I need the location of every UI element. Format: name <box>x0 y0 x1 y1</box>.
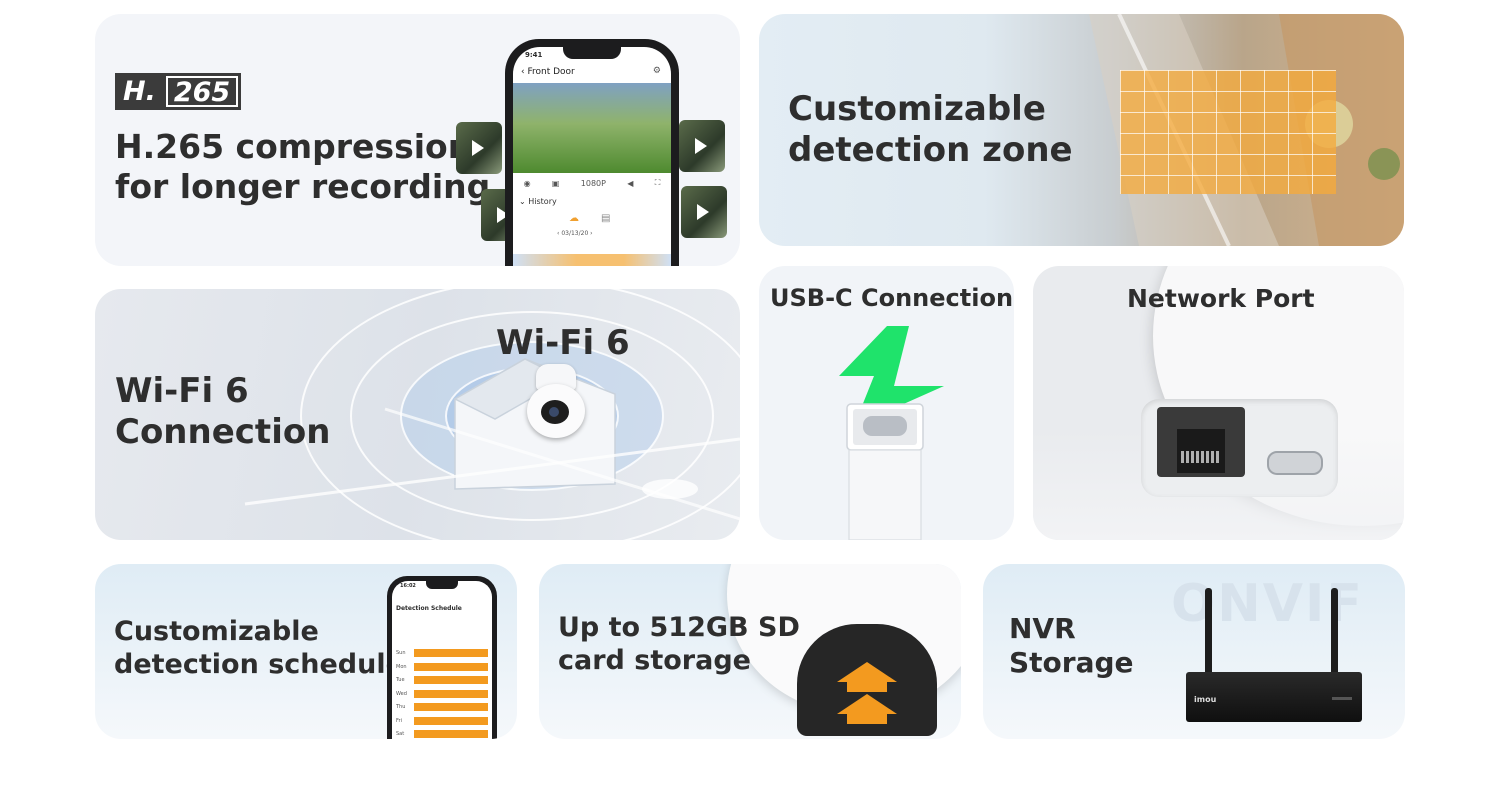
schedule-bar <box>414 662 488 671</box>
schedule-day-label: Wed <box>396 690 407 697</box>
insert-arrows-icon <box>837 662 897 724</box>
date-picker[interactable]: ‹ 03/13/20 › <box>557 230 593 237</box>
live-video <box>513 83 671 173</box>
ethernet-port-icon <box>1157 407 1245 477</box>
schedule-bar <box>414 689 488 698</box>
schedule-day-label: Fri <box>396 717 402 724</box>
schedule-bar <box>414 649 488 657</box>
onvif-logo: ONVIF <box>1171 574 1364 634</box>
snapshot-icon[interactable]: ◉ <box>523 178 531 188</box>
schedule-day-label: Sat <box>396 731 405 737</box>
schedule-day-label: Sun <box>396 650 406 656</box>
wifi-title-line1: Wi-Fi 6 <box>115 371 249 411</box>
resolution-label[interactable]: 1080P <box>580 178 606 188</box>
back-link[interactable]: ‹ Front Door <box>521 67 575 77</box>
h265-badge-left: H. <box>123 76 156 107</box>
sd-card-card: Up to 512GB SD card storage <box>539 564 961 739</box>
phone-screen: 9:41 ‹ Front Door ⚙ ◉ ▣ 1080P ◀ ⛶ ⌄ Hist… <box>513 47 671 266</box>
back-label: Front Door <box>527 67 575 77</box>
schedule-row[interactable]: Mon <box>396 662 488 673</box>
h265-badge: H. 265 <box>115 73 242 110</box>
nvr-title-line2: Storage <box>1009 646 1134 680</box>
usb-c-card: USB-C Connection <box>759 266 1014 540</box>
sd-slot <box>797 624 937 736</box>
antenna-left <box>1205 588 1212 678</box>
timeline[interactable] <box>513 254 671 266</box>
nvr-card: ONVIF imou NVR Storage <box>983 564 1405 739</box>
usb-c-illustration <box>839 326 944 540</box>
volume-icon[interactable]: ◀ <box>627 178 634 188</box>
zone-title-line2: detection zone <box>788 130 1073 171</box>
history-label[interactable]: ⌄ History <box>519 197 557 206</box>
video-thumbnail <box>456 122 502 174</box>
h265-title-line2: for longer recording <box>115 167 491 207</box>
cloud-icon[interactable]: ☁ <box>569 213 579 224</box>
network-port-card: Network Port <box>1033 266 1404 540</box>
lightning-bolt-icon <box>839 326 944 426</box>
network-title: Network Port <box>1127 284 1315 313</box>
antenna-right <box>1331 588 1338 678</box>
signal-ring <box>350 311 714 521</box>
schedule-bar <box>414 716 488 725</box>
sd-title-line1: Up to 512GB SD <box>558 612 800 643</box>
video-thumbnail <box>679 120 725 172</box>
schedule-bar <box>414 703 488 711</box>
sd-title: Up to 512GB SD card storage <box>558 612 800 678</box>
wifi-title: Wi-Fi 6 Connection <box>115 371 330 454</box>
detection-schedule-card: Customizable detection schedule 16:02 De… <box>95 564 517 739</box>
detection-grid-overlay <box>1120 70 1336 194</box>
nvr-title: NVR Storage <box>1009 612 1134 680</box>
signal-ring <box>300 289 740 540</box>
camera-device <box>527 364 585 438</box>
device-brand: imou <box>1194 695 1217 704</box>
sd-icon[interactable]: ▤ <box>601 213 611 224</box>
h265-card: H. 265 H.265 compression for longer reco… <box>95 14 740 266</box>
usb-c-port-icon <box>1267 451 1323 475</box>
wifi-overlay-label: Wi-Fi 6 <box>496 323 630 363</box>
schedule-bar <box>414 676 488 684</box>
port-panel <box>1141 399 1338 497</box>
schedule-row[interactable]: Fri <box>396 716 488 727</box>
schedule-row[interactable]: Wed <box>396 689 488 700</box>
wifi-card: Wi-Fi 6 Wi-Fi 6 Connection <box>95 289 740 540</box>
schedule-day-label: Tue <box>396 677 405 683</box>
h265-title: H.265 compression for longer recording <box>115 127 490 208</box>
zone-title-line1: Customizable <box>788 89 1046 129</box>
schedule-bar <box>414 730 488 738</box>
schedule-day-label: Thu <box>396 704 406 710</box>
schedule-row[interactable]: Thu <box>396 703 488 713</box>
play-icon <box>472 140 484 156</box>
record-icon[interactable]: ▣ <box>551 178 560 188</box>
schedule-title-line1: Customizable <box>114 616 319 647</box>
phone-mockup: 9:41 ‹ Front Door ⚙ ◉ ▣ 1080P ◀ ⛶ ⌄ Hist… <box>505 39 679 266</box>
h265-title-line1: H.265 compression <box>115 127 472 166</box>
schedule-row[interactable]: Tue <box>396 676 488 686</box>
play-icon <box>697 204 709 220</box>
usb-title: USB-C Connection <box>770 284 1014 312</box>
settings-icon[interactable]: ⚙ <box>652 66 661 76</box>
play-icon <box>695 138 707 154</box>
wifi-title-line2: Connection <box>115 412 331 453</box>
schedule-title: Customizable detection schedule <box>114 616 404 682</box>
sd-title-line2: card storage <box>558 644 751 676</box>
nvr-title-line1: NVR <box>1009 612 1076 645</box>
schedule-row[interactable]: Sat <box>396 730 488 739</box>
zone-title: Customizable detection zone <box>788 89 1073 172</box>
phone-time: 9:41 <box>525 51 543 59</box>
nvr-device: imou <box>1186 672 1362 722</box>
video-thumbnail <box>681 186 727 238</box>
h265-badge-right: 265 <box>165 76 239 107</box>
phone-title: Detection Schedule <box>396 605 462 612</box>
schedule-title-line2: detection schedule <box>114 648 404 680</box>
phone-time: 16:02 <box>400 583 416 589</box>
schedule-row[interactable]: Sun <box>396 649 488 659</box>
schedule-day-label: Mon <box>396 663 407 670</box>
detection-zone-card: Customizable detection zone <box>759 14 1404 246</box>
fullscreen-icon[interactable]: ⛶ <box>654 178 661 187</box>
